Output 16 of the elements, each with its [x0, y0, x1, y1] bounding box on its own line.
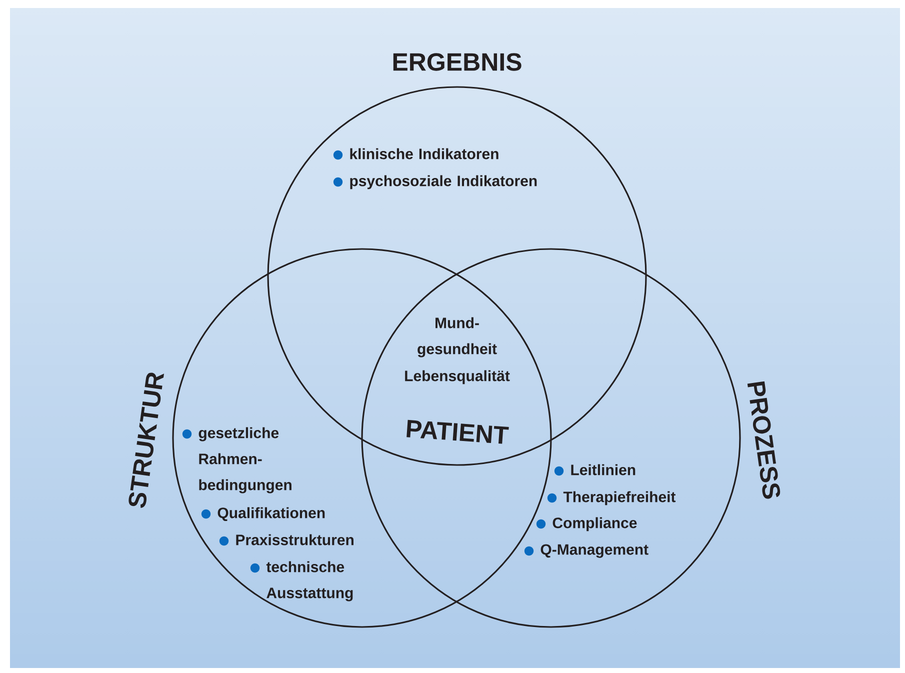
bullet-item: psychosoziale Indikatoren	[333, 175, 537, 190]
center-text: Lebensqualität	[405, 370, 510, 384]
bullet-item: Q-Management	[524, 544, 648, 558]
bullet-item: gesetzliche Rahmen- bedingungen	[182, 427, 292, 494]
bullet-item: Therapiefreiheit	[547, 491, 676, 506]
bullet-item: Leitlinien	[554, 464, 636, 476]
bullet-item: technische Ausstattung	[250, 561, 353, 602]
bullet-item: klinische Indikatoren	[333, 148, 498, 160]
heading: STRUKTUR	[128, 372, 164, 508]
center-text: Mund- gesundheit	[418, 317, 497, 358]
bullet-item: Qualifikationen	[201, 507, 325, 522]
bullet-item: Compliance	[536, 517, 637, 532]
bullet-item: Praxisstrukturen	[219, 534, 354, 546]
heading: ERGEBNIS	[393, 53, 522, 71]
heading: PROZESS	[747, 381, 780, 499]
center-heading: PATIENT	[406, 420, 509, 444]
